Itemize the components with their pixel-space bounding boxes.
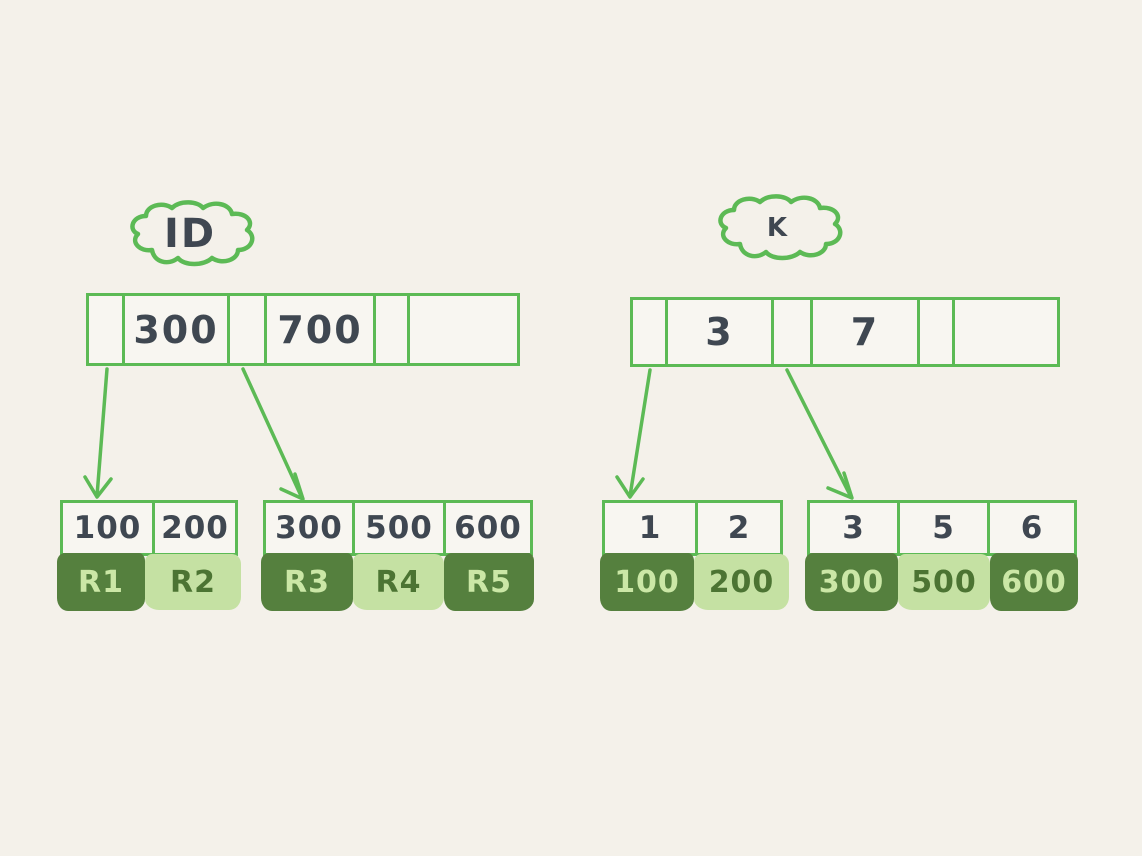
leaf-key-cell: 100 [63, 503, 155, 553]
record-block: 100 [600, 553, 694, 611]
leaf-key-cell: 1 [605, 503, 698, 553]
record-block: R2 [145, 554, 241, 610]
leaf-key-cell: 300 [266, 503, 355, 553]
root-cell: 700 [267, 296, 376, 363]
root-cell [376, 296, 410, 363]
record-block: R4 [353, 554, 444, 610]
left-root-node: 300 700 [86, 293, 520, 366]
right-root-node: 3 7 [630, 297, 1060, 367]
root-cell: 300 [125, 296, 230, 363]
record-block: R1 [57, 553, 145, 611]
record-block: 500 [898, 554, 990, 610]
leaf-key-cell: 3 [810, 503, 900, 553]
right-arrow-to-leaf2 [785, 368, 854, 500]
record-block: 200 [694, 554, 789, 610]
record-block: 300 [805, 553, 898, 611]
right-leaf2-node: 3 5 6 [807, 500, 1077, 556]
root-cell: 3 [668, 300, 774, 364]
leaf-key-cell: 6 [1020, 510, 1044, 546]
record-block: R3 [261, 553, 353, 611]
root-cell [633, 300, 668, 364]
left-leaf2-node: 300 500 600 [263, 500, 533, 556]
right-tree-label: K [766, 213, 790, 243]
right-arrow-to-leaf1 [615, 368, 652, 499]
root-cell [920, 300, 955, 364]
root-cell [774, 300, 813, 364]
root-cell [230, 296, 267, 363]
leaf-key-cell: 2 [727, 510, 751, 546]
root-cell [410, 296, 517, 363]
record-block: R5 [444, 553, 534, 611]
right-leaf1-node: 1 2 [602, 500, 783, 556]
leaf-key-cell: 200 [161, 510, 229, 546]
leaf-key-cell: 600 [454, 510, 522, 546]
leaf-key-cell: 500 [355, 503, 446, 553]
root-cell [89, 296, 125, 363]
root-cell [955, 300, 1057, 364]
left-leaf1-node: 100 200 [60, 500, 238, 556]
record-block: 600 [990, 553, 1078, 611]
leaf-key-cell: 5 [900, 503, 990, 553]
left-arrow-to-leaf2 [241, 367, 305, 501]
left-tree-label: ID [163, 211, 217, 257]
left-arrow-to-leaf1 [83, 367, 113, 499]
root-cell: 7 [813, 300, 920, 364]
